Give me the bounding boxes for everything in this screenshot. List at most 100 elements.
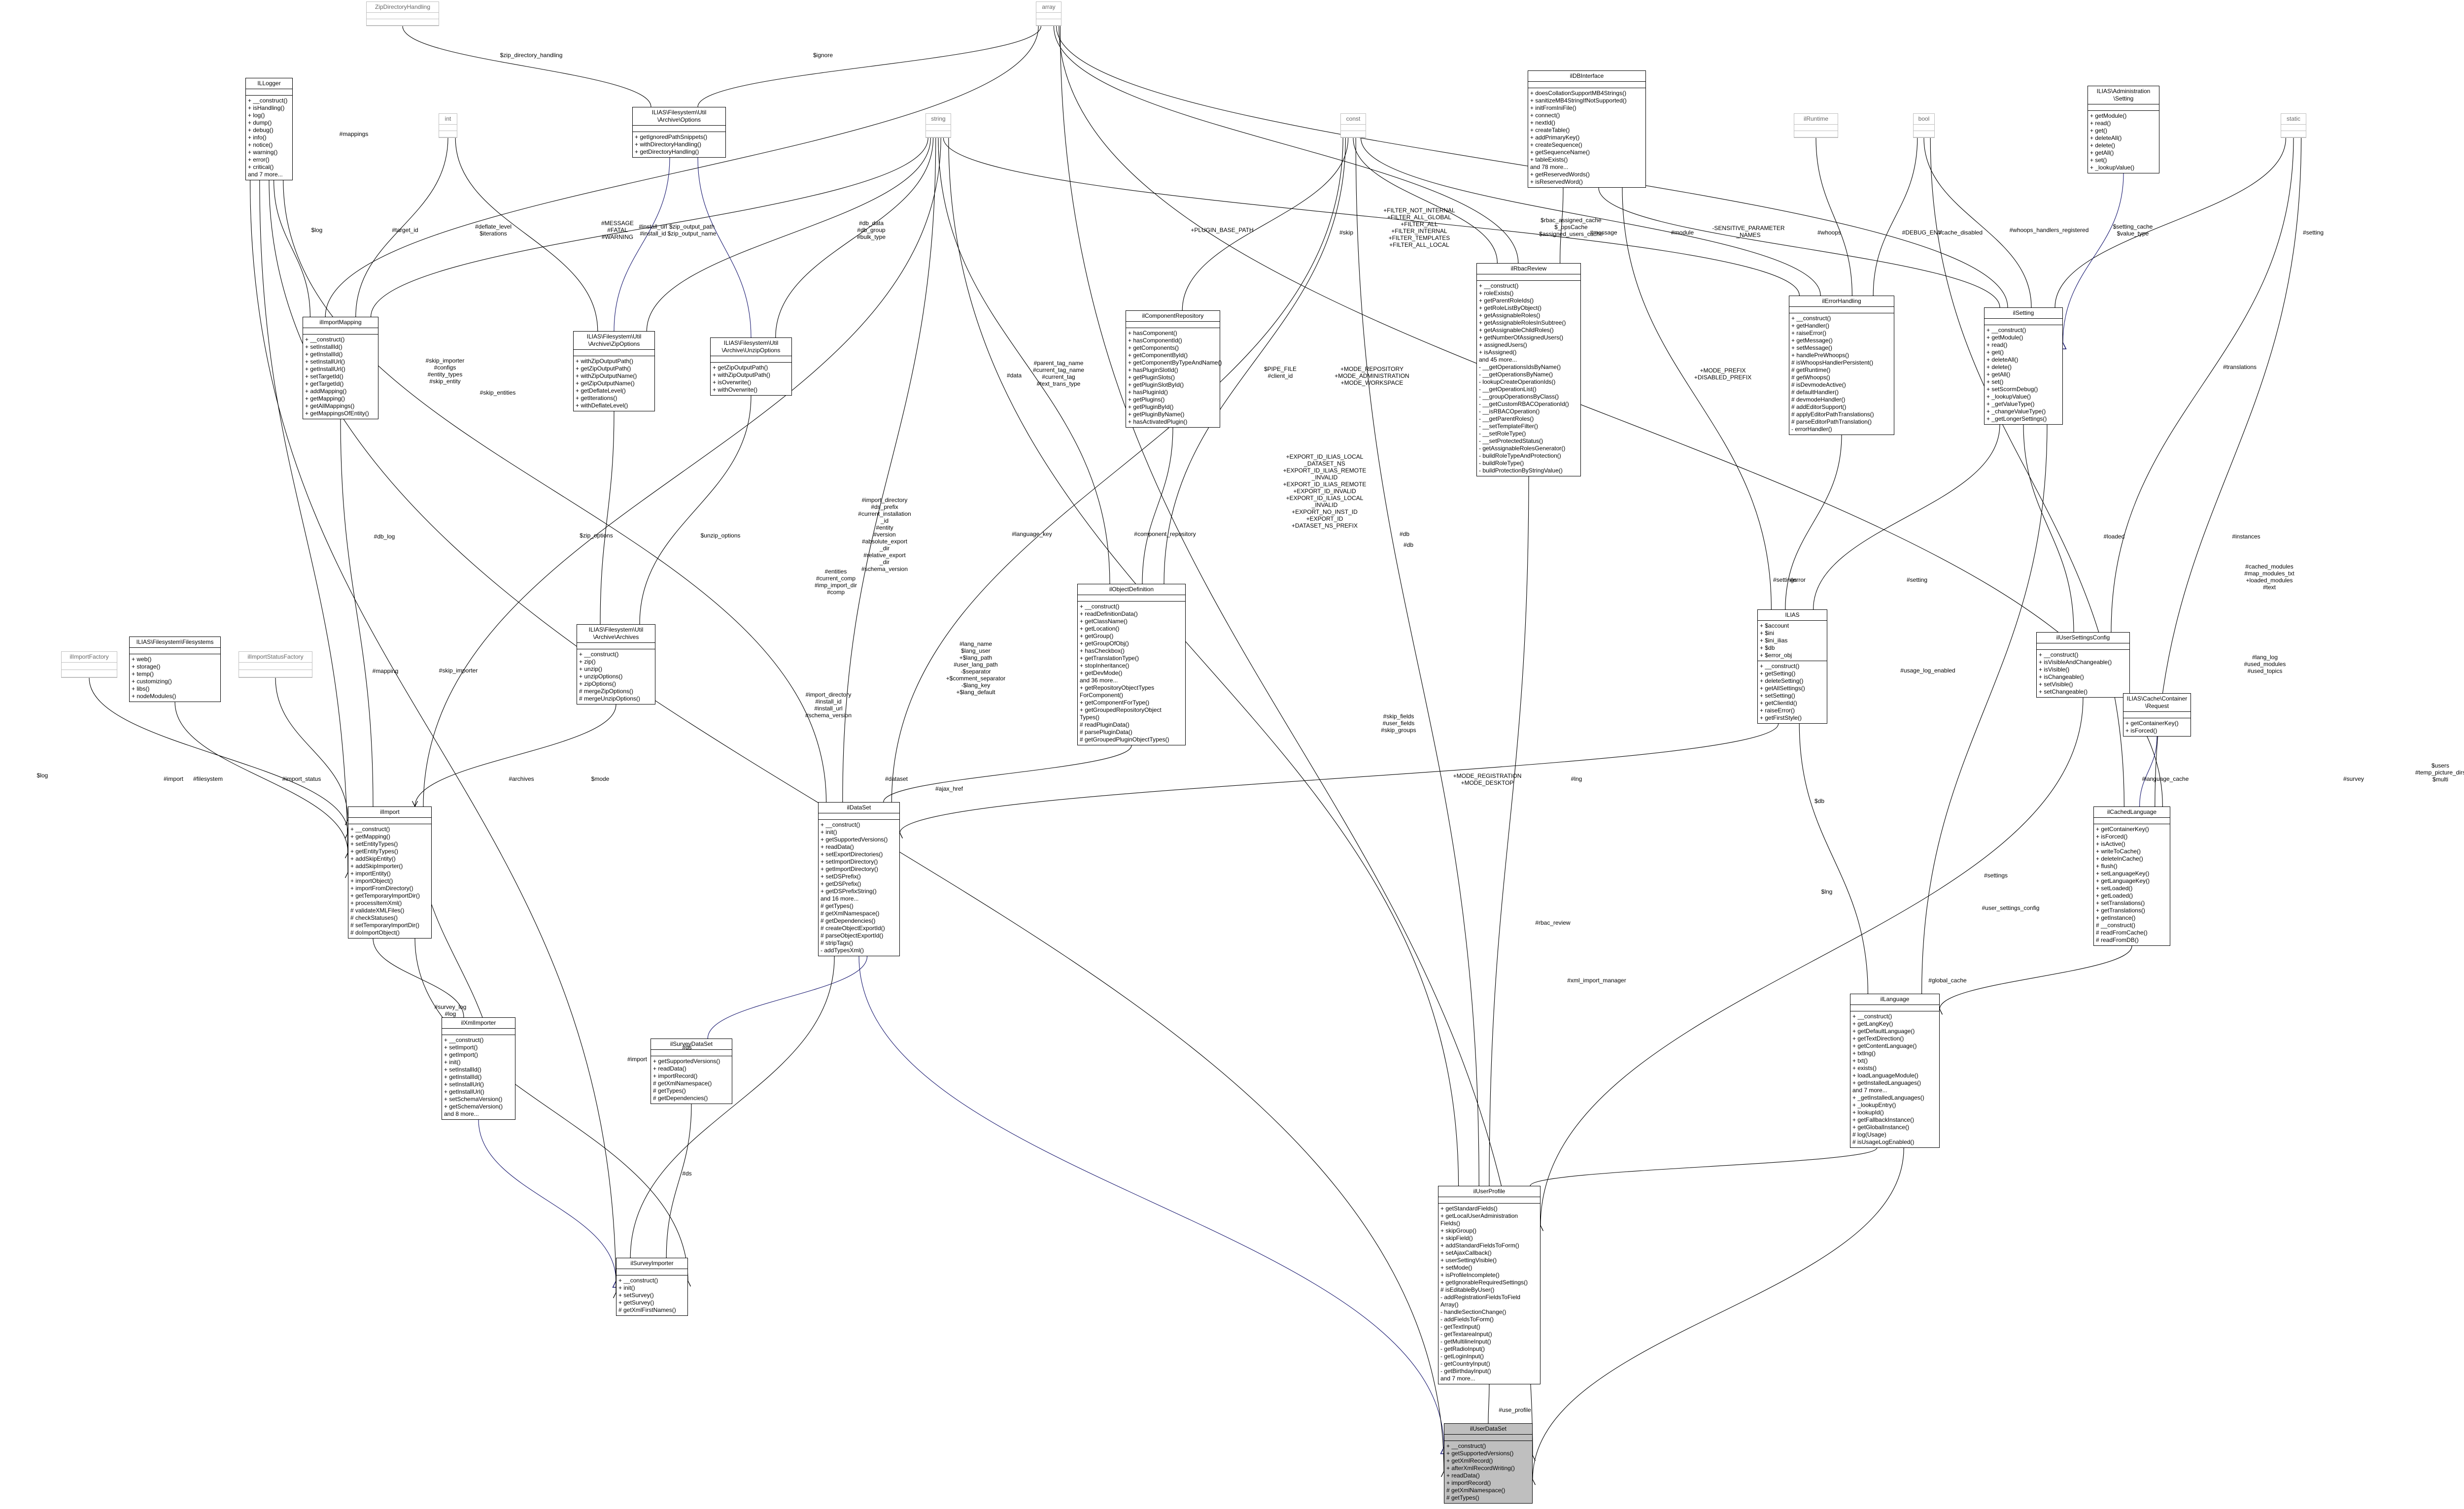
node-string[interactable]: string bbox=[925, 113, 951, 138]
usage-edge bbox=[943, 137, 1799, 296]
edge-label: $mode bbox=[591, 775, 610, 782]
node-ilimport[interactable]: ilImport + __construct() + getMapping() … bbox=[348, 806, 432, 939]
inheritance-edge bbox=[697, 157, 751, 337]
edge-label: #db_data #db_group #bulk_type bbox=[856, 220, 886, 240]
node-title: bool bbox=[1914, 114, 1934, 125]
usage-edge bbox=[371, 137, 928, 317]
node-archive-options[interactable]: ILIAS\Filesystem\Util \Archive\Options +… bbox=[632, 107, 726, 158]
usage-edge bbox=[2055, 137, 2286, 307]
usage-edge bbox=[174, 702, 348, 853]
node-iluserprofile[interactable]: ilUserProfile + getStandardFields() + ge… bbox=[1438, 1186, 1540, 1384]
edge-label: #target_id bbox=[392, 227, 418, 234]
inheritance-edge bbox=[708, 956, 868, 1039]
edge-label: #MESSAGE #FATAL #WARNING bbox=[601, 220, 634, 240]
edge-label: #lang_name $lang_user +$lang_path #user_… bbox=[946, 640, 1006, 696]
node-ilsurveydataset[interactable]: ilSurveyDataSet + getSupportedVersions()… bbox=[650, 1039, 732, 1104]
edge-label: +FILTER_NOT_INTERNAL +FILTER_ALL_GLOBAL … bbox=[1383, 207, 1455, 248]
edge-label: #lng bbox=[1571, 775, 1582, 782]
node-static[interactable]: static bbox=[2281, 113, 2306, 138]
node-zip-options[interactable]: ILIAS\Filesystem\Util \Archive\ZipOption… bbox=[573, 331, 655, 411]
usage-edge bbox=[666, 1104, 692, 1258]
node-title: ilImport bbox=[348, 807, 431, 818]
edge-label: $log bbox=[311, 227, 323, 234]
edge-label: #skip_fields #user_fields #skip_groups bbox=[1381, 713, 1416, 734]
node-ilsurveyimporter[interactable]: ilSurveyImporter + __construct() + init(… bbox=[616, 1258, 688, 1316]
node-unzip-options[interactable]: ILIAS\Filesystem\Util \Archive\UnzipOpti… bbox=[710, 337, 792, 396]
edge-label: $rbac_assigned_cache $_opsCache $assigne… bbox=[1539, 217, 1603, 237]
node-ilimportstatusfactory[interactable]: ilImportStatusFactory bbox=[239, 651, 312, 678]
node-ilimportmapping[interactable]: ilImportMapping + __construct() + setIns… bbox=[303, 317, 378, 419]
node-title: const bbox=[1341, 114, 1366, 125]
node-illogger[interactable]: ILLogger + __construct() + isHandling() … bbox=[245, 78, 293, 180]
node-bool[interactable]: bool bbox=[1913, 113, 1935, 138]
usage-edge bbox=[884, 745, 1132, 802]
node-title: ilImportStatusFactory bbox=[239, 652, 312, 663]
node-int[interactable]: int bbox=[439, 113, 457, 138]
edge-label: #settings bbox=[1773, 576, 1797, 583]
usage-edge bbox=[373, 938, 464, 1017]
node-cache-container-request[interactable]: ILIAS\Cache\Container \Request + getCont… bbox=[2123, 693, 2191, 737]
node-ilruntime[interactable]: ilRuntime bbox=[1794, 113, 1838, 138]
node-filesystems[interactable]: ILIAS\Filesystem\Filesystems + web() + s… bbox=[129, 637, 221, 702]
edge-label: #module bbox=[1671, 229, 1694, 236]
edge-label: #archives bbox=[509, 775, 534, 782]
usage-edge bbox=[1353, 137, 1497, 263]
edge-label: #install_url #install_id bbox=[639, 223, 667, 237]
edge-label: #entities #current_comp #imp_import_dir … bbox=[814, 568, 857, 596]
usage-edge bbox=[1355, 137, 1479, 1186]
node-iluserdataset[interactable]: ilUserDataSet + __construct() + getSuppo… bbox=[1444, 1423, 1533, 1504]
node-title: int bbox=[439, 114, 457, 125]
node-ilsetting[interactable]: ilSetting + __construct() + getModule() … bbox=[1984, 307, 2063, 425]
node-ilusersettingsconfig[interactable]: ilUserSettingsConfig + __construct() + i… bbox=[2036, 632, 2130, 698]
node-ilcomponentrepository[interactable]: ilComponentRepository + hasComponent() +… bbox=[1126, 310, 1222, 428]
edge-label: #xml_import_manager bbox=[1567, 977, 1626, 984]
usage-edge bbox=[340, 419, 373, 806]
node-ilias[interactable]: ILIAS + $account + $ini + $ini_ilias + $… bbox=[1757, 609, 1827, 724]
usage-edge bbox=[2023, 424, 2074, 632]
edge-label: #rbac_review bbox=[1535, 919, 1571, 926]
edge-label: #usage_log_enabled bbox=[1900, 667, 1955, 674]
usage-edge bbox=[891, 137, 1343, 802]
node-title: static bbox=[2281, 114, 2306, 125]
node-title: ILIAS\Filesystem\Util \Archive\Archives bbox=[577, 625, 655, 643]
node-const[interactable]: const bbox=[1340, 113, 1366, 138]
edge-label: #survey_log #log bbox=[434, 1004, 467, 1017]
node-ilerrorhandling[interactable]: ilErrorHandling + __construct() + getHan… bbox=[1789, 296, 1894, 435]
node-title: ilCachedLanguage bbox=[2094, 807, 2170, 818]
node-array[interactable]: array bbox=[1036, 1, 1061, 26]
edge-label: +EXPORT_ID_ILIAS_LOCAL _DATASET_NS +EXPO… bbox=[1283, 453, 1367, 529]
edge-label: #survey bbox=[2343, 775, 2364, 782]
usage-edge bbox=[2111, 137, 2294, 632]
usage-edge bbox=[275, 677, 348, 820]
node-ildataset[interactable]: ilDataSet + __construct() + init() + get… bbox=[818, 802, 900, 956]
node-illanguage[interactable]: ilLanguage + __construct() + getLangKey(… bbox=[1850, 994, 1940, 1148]
node-ilobjectdefinition[interactable]: ilObjectDefinition + __construct() + rea… bbox=[1077, 584, 1186, 745]
edge-label: #setting bbox=[1906, 576, 1928, 583]
node-zip-directory-handling[interactable]: ZipDirectoryHandling bbox=[366, 1, 439, 26]
usage-edge bbox=[647, 137, 931, 331]
edge-label: $unzip_options bbox=[700, 532, 741, 539]
edge-label: $users #temp_picture_dirs $multi bbox=[2415, 762, 2464, 783]
edge-label: #dataset bbox=[885, 775, 908, 782]
node-title: ILIAS\Filesystem\Util \Archive\UnzipOpti… bbox=[711, 338, 791, 356]
node-title: ilObjectDefinition bbox=[1078, 584, 1185, 595]
node-ildbinterface[interactable]: ilDBInterface + doesCollationSupportMB4S… bbox=[1528, 70, 1646, 188]
node-ilrbacreview[interactable]: ilRbacReview + __construct() + roleExist… bbox=[1476, 263, 1581, 476]
edge-label: #mappings bbox=[339, 131, 369, 137]
inheritance-edge bbox=[2140, 736, 2157, 806]
node-ilimportfactory[interactable]: ilImportFactory bbox=[61, 651, 117, 678]
node-title: ilUserProfile bbox=[1438, 1186, 1540, 1197]
edge-label: #cached_modules #map_modules_txt +loaded… bbox=[2244, 563, 2294, 591]
edge-label: $zip_options bbox=[580, 532, 613, 539]
edge-label: #language_cache bbox=[2142, 775, 2189, 782]
edge-label: #DEBUG_ENV bbox=[1902, 229, 1942, 236]
node-ilxmlimporter[interactable]: ilXmlImporter + __construct() + setImpor… bbox=[442, 1017, 515, 1120]
edge-label: #import bbox=[163, 775, 184, 782]
node-archives[interactable]: ILIAS\Filesystem\Util \Archive\Archives … bbox=[577, 624, 655, 704]
edge-label: $setting_cache $value_type bbox=[2113, 223, 2153, 237]
edge-label: #db bbox=[1403, 541, 1414, 548]
usage-edge bbox=[402, 26, 651, 107]
node-ilias-administration-setting[interactable]: ILIAS\Administration \Setting + getModul… bbox=[2088, 86, 2159, 173]
edge-label: #whoops_handlers_registered bbox=[2009, 227, 2089, 234]
node-ilcachedlanguage[interactable]: ilCachedLanguage + getContainerKey() + i… bbox=[2093, 806, 2170, 946]
